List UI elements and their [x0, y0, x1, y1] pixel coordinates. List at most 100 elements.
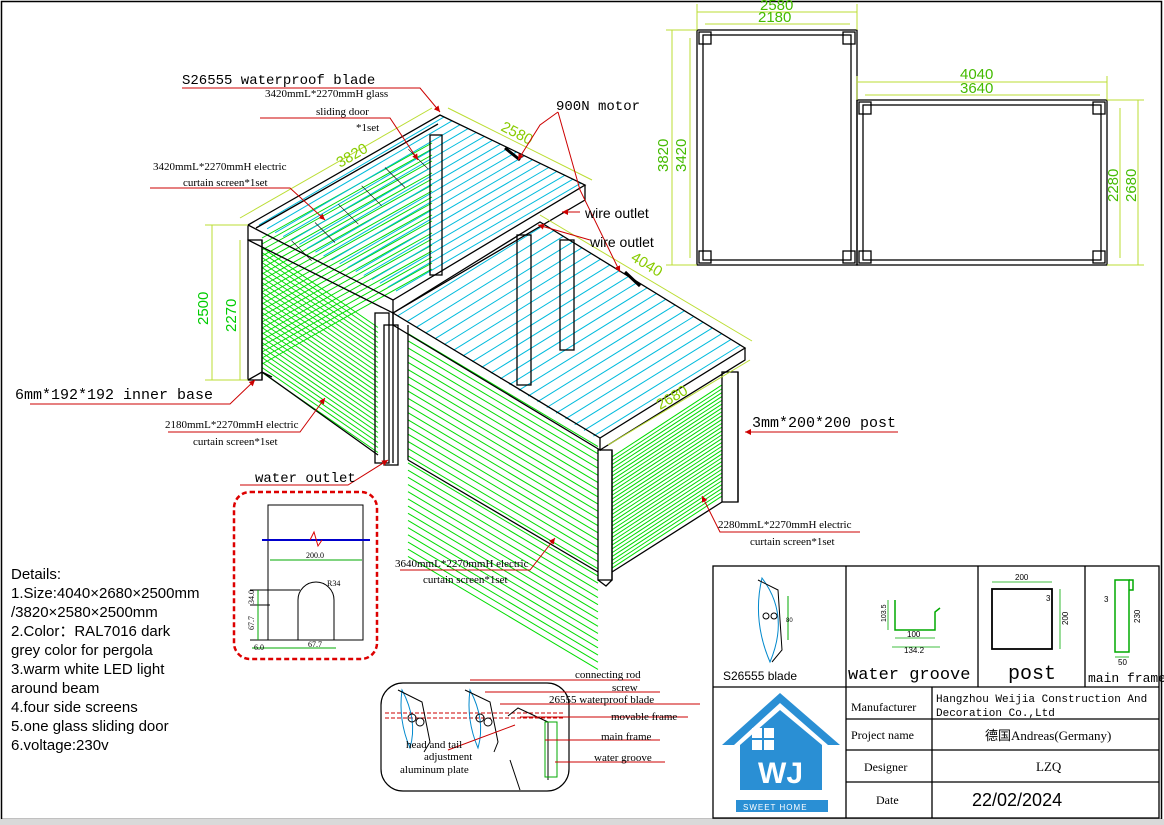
label-curtain-front-left-1: 2180mmL*2270mmH electric [165, 419, 299, 431]
dim-left-width: 2580 [498, 118, 535, 148]
project-name: 德国Andreas(Germany) [985, 728, 1111, 743]
outlet-width: 200.0 [306, 551, 324, 560]
frame-t: 3 [1104, 595, 1109, 604]
asm-blade: 26555 waterproof blade [549, 694, 654, 706]
main-frame-profile [1114, 579, 1134, 653]
asm-main-frame: main frame [601, 731, 652, 743]
post-t: 3 [1046, 594, 1051, 603]
post-profile [991, 588, 1053, 650]
post-w: 200 [1015, 573, 1029, 582]
manufacturer-line-1: Hangzhou Weijia Construction And [936, 694, 1147, 706]
label-curtain-right-2: curtain screen*1set [750, 536, 835, 548]
groove-w1: 100 [907, 630, 921, 639]
details-line-4: grey color for pergola [11, 642, 153, 659]
title-block: 80 S26555 blade 103.5 100 134.2 water gr… [712, 565, 1164, 819]
details-line-6: around beam [11, 680, 100, 697]
details-heading: Details: [11, 566, 62, 583]
right-unit-front-screen [407, 333, 599, 670]
designer-name: LZQ [1036, 759, 1062, 774]
label-curtain-right-1: 2280mmL*2270mmH electric [718, 519, 852, 531]
label-curtain-front-2: curtain screen*1set [423, 574, 508, 586]
details-line-3: 2.Color：RAL7016 dark [11, 623, 171, 640]
leader-lines [30, 87, 898, 571]
plan-view: 2580 2180 4040 3640 3820 3420 2280 2680 [655, 0, 1144, 266]
asm-movable-frame: movable frame [611, 711, 677, 723]
caption-blade: S26555 blade [723, 669, 797, 683]
dim-height-outer: 2500 [195, 292, 212, 325]
frame-h: 230 [1133, 609, 1142, 623]
plan-right-top-outer: 4040 [960, 66, 993, 83]
asm-water-groove: water groove [594, 752, 652, 764]
blade-profile [757, 576, 789, 664]
details-notes: Details: 1.Size:4040×2680×2500mm /3820×2… [11, 565, 231, 755]
label-wire-outlet-1: wire outlet [584, 205, 649, 221]
right-unit-frame [383, 221, 747, 587]
label-curtain-left-top-2: curtain screen*1set [183, 177, 268, 189]
dim-left-length: 3820 [334, 140, 371, 171]
right-unit-side-screen [611, 384, 723, 569]
logo-letters: WJ [758, 757, 803, 790]
detail-cloud-outline [232, 490, 379, 661]
plan-right-side-inner: 2280 [1105, 169, 1122, 202]
glass-sliding-door [291, 148, 429, 262]
groove-w2: 134.2 [904, 646, 925, 655]
label-project: Project name [851, 728, 914, 742]
plan-left-inner: 3420 [673, 139, 690, 172]
groove-h: 103.5 [881, 604, 888, 622]
label-glass-door-1: 3420mmL*2270mmH glass [265, 88, 388, 100]
post-h: 200 [1061, 611, 1070, 625]
details-line-9: 6.voltage:230v [11, 737, 109, 754]
bottom-bar [0, 819, 1164, 825]
label-date: Date [876, 793, 899, 807]
left-unit-roof-blades [258, 116, 582, 292]
details-line-1: 1.Size:4040×2680×2500mm [11, 585, 200, 602]
label-manufacturer: Manufacturer [851, 700, 916, 714]
label-glass-door-3: *1set [356, 122, 379, 134]
outlet-h2: 67.7 [247, 616, 256, 630]
label-motor: 900N motor [556, 99, 640, 115]
label-designer: Designer [864, 760, 907, 774]
pergola-isometric: 3820 2580 4040 2680 2500 2270 [195, 107, 753, 670]
water-outlet-detail: 200.0 R34 34.0 67.7 6.0 67.7 [232, 490, 379, 661]
asm-screw: screw [612, 682, 638, 694]
label-curtain-front-1: 3640mmL*2270mmH electric [395, 558, 529, 570]
left-unit-side-screen [261, 142, 433, 365]
dim-right-length: 4040 [628, 249, 665, 281]
company-logo: WJ SWEET HOME [722, 693, 840, 812]
asm-adjust-3: aluminum plate [400, 764, 469, 776]
plan-right-top-inner: 3640 [960, 80, 993, 97]
blade-dim: 80 [786, 618, 793, 624]
left-unit-front-screen [261, 247, 379, 453]
water-groove-profile [894, 600, 941, 631]
manufacturer-line-2: Decoration Co.,Ltd [936, 708, 1055, 720]
details-line-8: 5.one glass sliding door [11, 718, 169, 735]
label-curtain-left-top-1: 3420mmL*2270mmH electric [153, 161, 287, 173]
details-line-2: /3820×2580×2500mm [11, 604, 158, 621]
asm-adjust-2: adjustment [424, 751, 472, 763]
label-curtain-front-left-2: curtain screen*1set [193, 436, 278, 448]
date-value: 22/02/2024 [972, 790, 1062, 810]
outlet-b1: 6.0 [254, 643, 264, 652]
label-post: 3mm*200*200 post [752, 415, 896, 432]
label-inner-base: 6mm*192*192 inner base [15, 387, 213, 404]
left-unit-frame [246, 114, 587, 464]
details-line-5: 3.warm white LED light [11, 661, 165, 678]
outlet-b2: 67.7 [308, 640, 322, 649]
motor-left [504, 146, 521, 162]
details-line-7: 4.four side screens [11, 699, 138, 716]
logo-text: SWEET HOME [743, 803, 808, 812]
label-blade: S26555 waterproof blade [182, 73, 375, 89]
frame-w: 50 [1118, 658, 1127, 667]
caption-post: post [1008, 663, 1056, 686]
label-glass-door-2: sliding door [316, 106, 369, 118]
blade-assembly-detail: connecting rod screw 26555 waterproof bl… [380, 669, 700, 792]
dim-height-inner: 2270 [223, 299, 240, 332]
plan-left-outer: 3820 [655, 139, 672, 172]
outlet-radius: R34 [327, 579, 340, 588]
motor-right [623, 270, 642, 288]
plan-right-side-outer: 2680 [1123, 169, 1140, 202]
label-water-outlet: water outlet [255, 471, 356, 487]
caption-water-groove: water groove [848, 666, 970, 685]
